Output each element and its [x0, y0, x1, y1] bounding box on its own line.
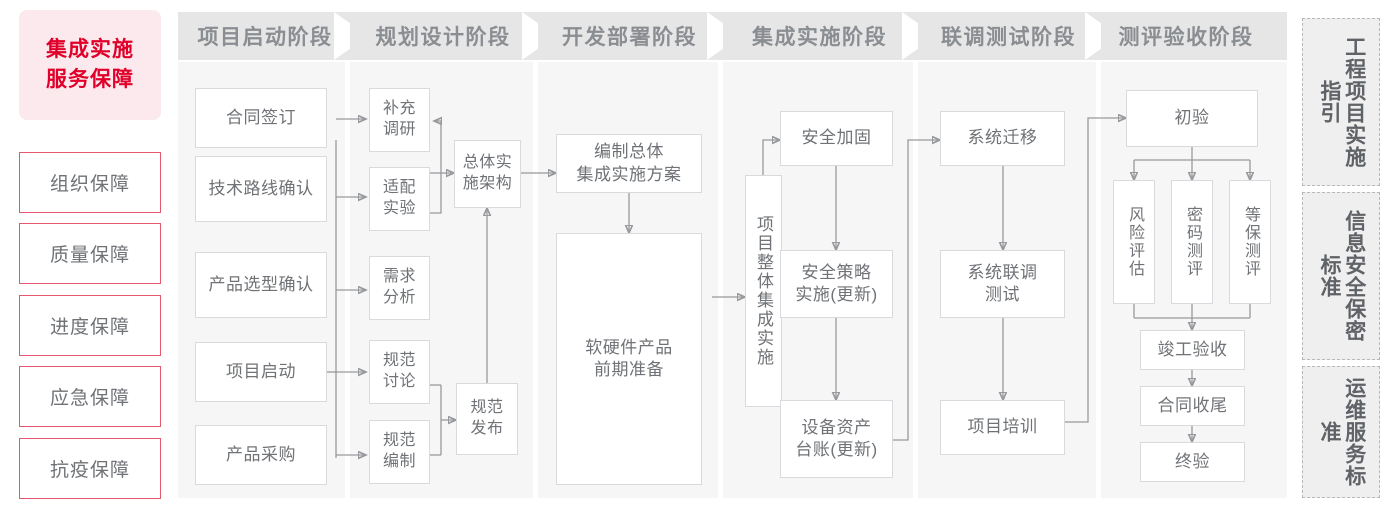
phase-header-label: 集成实施阶段	[752, 26, 887, 49]
node-p4-3[interactable]: 设备资产台账(更新)	[780, 400, 893, 478]
node-label: 项目启动	[226, 361, 296, 381]
node-p2-0[interactable]: 补充调研	[369, 88, 430, 152]
node-p5-0[interactable]: 系统迁移	[940, 111, 1065, 166]
guarantee-item-1[interactable]: 质量保障	[19, 223, 161, 284]
node-p6-1[interactable]: 风险评估	[1113, 180, 1155, 304]
node-p6-4[interactable]: 竣工验收	[1140, 330, 1245, 370]
node-p1-2[interactable]: 产品选型确认	[195, 252, 327, 318]
node-p1-3[interactable]: 项目启动	[195, 342, 327, 402]
node-label: 安全策略实施(更新)	[795, 262, 878, 304]
node-label: 适配实验	[382, 179, 416, 217]
node-label: 初验	[1174, 108, 1210, 128]
node-label: 总体实施架构	[462, 154, 513, 192]
node-p2-6[interactable]: 规范发布	[456, 383, 518, 455]
standards-item-2[interactable]: 运维服务标准	[1302, 366, 1380, 498]
phase-header-label: 测评验收阶段	[1118, 26, 1254, 49]
guarantee-item-label: 组织保障	[49, 174, 130, 195]
node-p6-2[interactable]: 密码测评	[1171, 180, 1213, 304]
phase-header-4[interactable]: 集成实施阶段	[723, 12, 932, 60]
guarantee-item-label: 应急保障	[49, 388, 130, 409]
node-p1-1[interactable]: 技术路线确认	[195, 156, 327, 222]
guarantee-item-2[interactable]: 进度保障	[19, 295, 161, 356]
node-label: 安全加固	[801, 128, 872, 148]
node-label: 设备资产台账(更新)	[795, 417, 878, 459]
node-label: 系统迁移	[967, 128, 1038, 148]
phase-header-label: 开发部署阶段	[562, 26, 697, 49]
node-label: 系统联调测试	[967, 262, 1038, 304]
standards-label: 信息安全保密标准	[1318, 210, 1366, 342]
node-label: 需求分析	[382, 268, 416, 306]
node-p6-6[interactable]: 终验	[1140, 442, 1245, 482]
node-label: 技术路线确认	[208, 178, 314, 198]
node-p1-0[interactable]: 合同签订	[195, 88, 327, 148]
node-label: 等保测评	[1241, 206, 1259, 278]
node-p2-5[interactable]: 总体实施架构	[454, 140, 521, 208]
standards-item-0[interactable]: 工程项目实施指引	[1302, 18, 1380, 186]
phase-header-6[interactable]: 测评验收阶段	[1101, 12, 1287, 60]
phase-header-label: 项目启动阶段	[197, 26, 333, 49]
node-p2-1[interactable]: 适配实验	[369, 167, 430, 231]
node-label: 规范讨论	[382, 352, 416, 390]
guarantee-item-label: 质量保障	[49, 245, 130, 266]
phase-header-2[interactable]: 规划设计阶段	[350, 12, 552, 60]
node-label: 密码测评	[1183, 206, 1201, 278]
guarantee-item-label: 进度保障	[49, 317, 130, 338]
node-label: 终验	[1175, 451, 1210, 471]
node-p6-3[interactable]: 等保测评	[1229, 180, 1271, 304]
standards-item-1[interactable]: 信息安全保密标准	[1302, 192, 1380, 360]
node-p2-4[interactable]: 规范编制	[369, 420, 430, 484]
node-p6-0[interactable]: 初验	[1126, 90, 1258, 147]
node-label: 规范发布	[470, 399, 504, 437]
guarantee-item-3[interactable]: 应急保障	[19, 366, 161, 427]
node-p6-5[interactable]: 合同收尾	[1140, 386, 1245, 426]
phase-header-label: 联调测试阶段	[941, 26, 1076, 49]
node-p2-2[interactable]: 需求分析	[369, 256, 430, 320]
node-label: 产品选型确认	[208, 274, 314, 294]
guarantee-title-text: 集成实施服务保障	[46, 37, 134, 91]
node-label: 编制总体集成实施方案	[576, 142, 682, 184]
guarantee-item-0[interactable]: 组织保障	[19, 152, 161, 213]
phase-header-5[interactable]: 联调测试阶段	[918, 12, 1115, 60]
node-label: 合同签订	[226, 107, 296, 127]
node-p4-0[interactable]: 项目整体集成实施	[745, 175, 782, 407]
node-p5-2[interactable]: 项目培训	[940, 400, 1065, 455]
phase-header-3[interactable]: 开发部署阶段	[538, 12, 737, 60]
node-label: 项目培训	[967, 417, 1038, 437]
node-label: 竣工验收	[1157, 339, 1228, 359]
node-label: 风险评估	[1125, 206, 1143, 278]
node-p3-1[interactable]: 软硬件产品前期准备	[556, 233, 702, 485]
node-p3-0[interactable]: 编制总体集成实施方案	[556, 134, 702, 193]
guarantee-title: 集成实施服务保障	[19, 10, 161, 120]
node-label: 规范编制	[382, 432, 416, 470]
node-label: 合同收尾	[1157, 395, 1228, 415]
standards-label: 工程项目实施指引	[1318, 36, 1366, 168]
node-p2-3[interactable]: 规范讨论	[369, 340, 430, 404]
guarantee-item-label: 抗疫保障	[49, 460, 130, 481]
node-p1-4[interactable]: 产品采购	[195, 425, 327, 485]
guarantee-item-4[interactable]: 抗疫保障	[19, 438, 161, 499]
node-p4-2[interactable]: 安全策略实施(更新)	[780, 250, 893, 318]
node-label: 产品采购	[226, 444, 296, 464]
node-p4-1[interactable]: 安全加固	[780, 111, 893, 166]
node-label: 项目整体集成实施	[754, 215, 774, 367]
node-label: 软硬件产品前期准备	[585, 337, 673, 379]
standards-label: 运维服务标准	[1318, 377, 1366, 487]
phase-header-label: 规划设计阶段	[375, 26, 511, 49]
node-p5-1[interactable]: 系统联调测试	[940, 250, 1065, 318]
node-label: 补充调研	[382, 100, 416, 138]
